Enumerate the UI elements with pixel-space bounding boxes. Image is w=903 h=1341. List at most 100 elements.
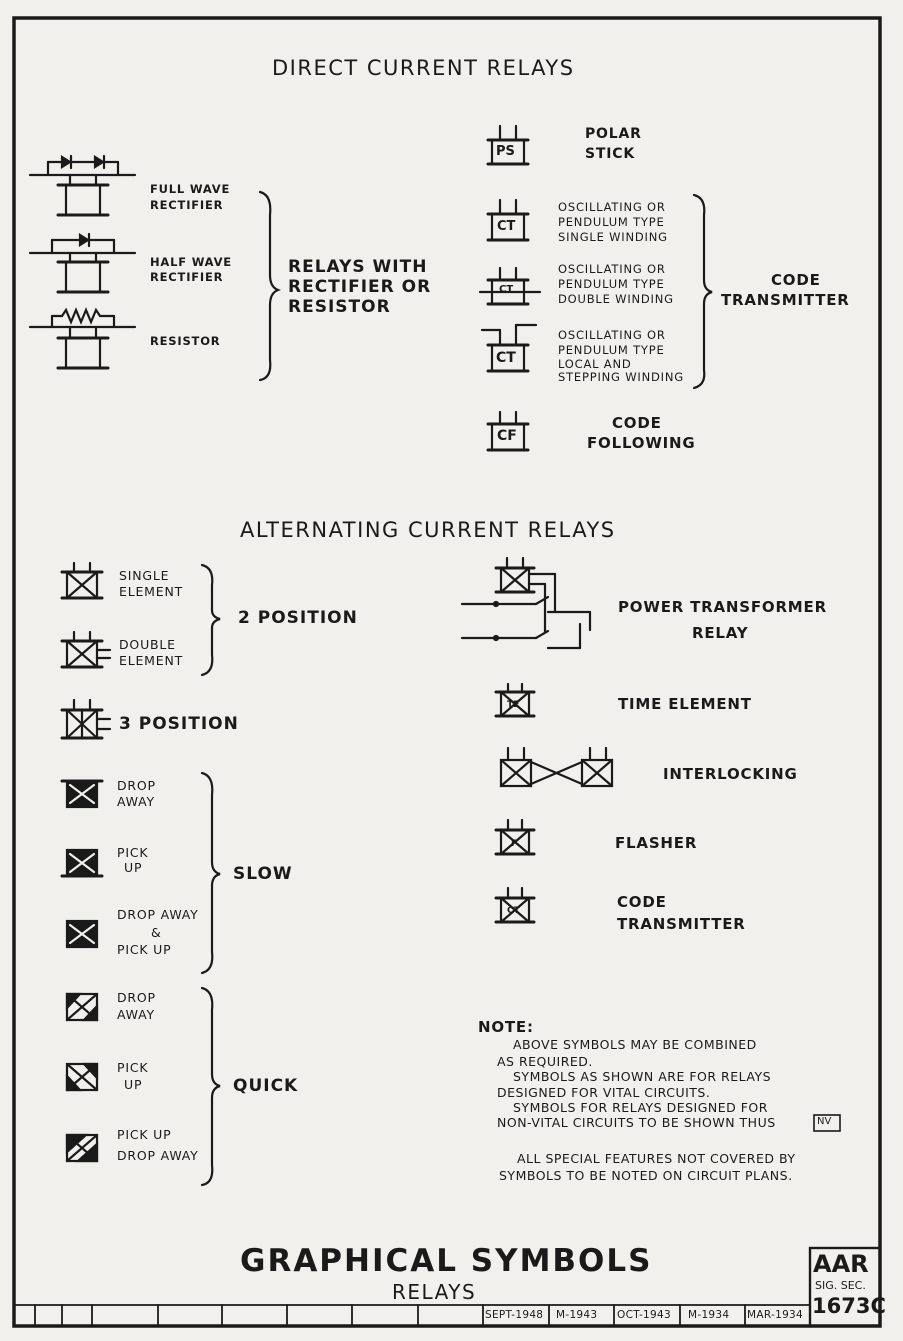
full-wave-label-1: FULL WAVE — [150, 182, 231, 196]
half-wave-label-1: HALF WAVE — [150, 255, 232, 269]
org-label: AAR — [813, 1250, 869, 1278]
two-position-label: 2 POSITION — [238, 608, 358, 628]
quick-pick-1: PICK — [117, 1060, 149, 1075]
rectifier-or-label: RECTIFIER OR — [288, 277, 432, 297]
osc2-line3: DOUBLE WINDING — [558, 292, 674, 306]
note-line-5: SYMBOLS FOR RELAYS DESIGNED FOR — [513, 1100, 768, 1115]
ac-title: ALTERNATING CURRENT RELAYS — [240, 518, 616, 542]
half-wave-label-2: RECTIFIER — [150, 270, 224, 284]
interlocking-label: INTERLOCKING — [663, 765, 798, 783]
quick-label: QUICK — [233, 1076, 299, 1096]
quick-drop-2: AWAY — [117, 1007, 155, 1022]
nv-box — [813, 1114, 841, 1132]
note-line-7: ALL SPECIAL FEATURES NOT COVERED BY — [517, 1151, 796, 1166]
quick-pick-drop-symbol — [65, 1133, 99, 1163]
cf-code: CF — [497, 428, 517, 444]
osc1-line3: SINGLE WINDING — [558, 230, 668, 244]
ct-code-1: CT — [497, 219, 516, 234]
te-code: TE — [507, 700, 520, 710]
full-wave-rectifier-symbol — [28, 154, 137, 217]
quick-both-1: PICK UP — [117, 1127, 172, 1142]
code-transmitter-label-2: TRANSMITTER — [721, 291, 850, 309]
ct-local-stepping-symbol — [480, 323, 538, 373]
power-relay-label: RELAY — [692, 624, 749, 642]
slow-pick-2: UP — [124, 860, 143, 875]
ct-double-winding-symbol — [478, 266, 542, 306]
polar-label: POLAR — [585, 126, 642, 142]
note-line-1: ABOVE SYMBOLS MAY BE COMBINED — [513, 1037, 757, 1052]
note-heading: NOTE: — [478, 1018, 534, 1036]
slow-drop-away-symbol — [60, 779, 104, 809]
quick-drop-1: DROP — [117, 990, 156, 1005]
ct-ac-code: CT — [507, 906, 520, 916]
osc3-line1: OSCILLATING OR — [558, 328, 666, 342]
three-position-label: 3 POSITION — [119, 714, 239, 734]
stick-label: STICK — [585, 146, 635, 162]
slow-drop-1: DROP — [117, 778, 156, 793]
single-label-2: ELEMENT — [119, 584, 184, 599]
slow-pick-1: PICK — [117, 845, 149, 860]
single-label-1: SINGLE — [119, 568, 170, 583]
ac-code-label: CODE — [617, 893, 667, 911]
time-element-label: TIME ELEMENT — [618, 695, 752, 713]
slow-brace — [200, 771, 221, 975]
code-following-symbol — [486, 410, 530, 452]
nv-label: NV — [817, 1116, 832, 1127]
sheet-title: GRAPHICAL SYMBOLS — [240, 1243, 653, 1279]
ps-code: PS — [496, 144, 515, 159]
ac-single-element-symbol — [60, 561, 104, 600]
interlocking-symbol — [499, 746, 614, 788]
note-line-4: DESIGNED FOR VITAL CIRCUITS. — [497, 1085, 711, 1100]
osc2-line1: OSCILLATING OR — [558, 262, 666, 276]
ac-code-transmitter-symbol — [494, 886, 536, 924]
double-label-2: ELEMENT — [119, 653, 184, 668]
quick-drop-away-symbol — [65, 992, 99, 1022]
revision-2: M-1943 — [556, 1309, 598, 1321]
full-wave-label-2: RECTIFIER — [150, 198, 224, 212]
note-line-6: NON-VITAL CIRCUITS TO BE SHOWN THUS — [497, 1115, 776, 1130]
two-position-brace — [200, 563, 221, 677]
ct-code-3: CT — [496, 350, 516, 366]
flasher-label: FLASHER — [615, 834, 698, 852]
half-wave-rectifier-symbol — [28, 232, 137, 294]
sheet-border — [12, 16, 882, 1328]
slow-both-2: & — [151, 925, 162, 940]
ac-double-element-symbol — [60, 630, 112, 669]
double-label-1: DOUBLE — [119, 637, 176, 652]
osc3-line3: LOCAL AND — [558, 357, 632, 371]
sheet-subtitle: RELAYS — [392, 1280, 477, 1304]
quick-brace — [200, 986, 221, 1187]
ac-three-position-symbol — [60, 698, 112, 740]
ac-transmitter-label: TRANSMITTER — [617, 915, 746, 933]
resistor-label: RESISTOR — [150, 334, 221, 348]
slow-both-1: DROP AWAY — [117, 907, 199, 922]
dc-rectifier-brace — [258, 190, 282, 382]
revision-3: OCT-1943 — [617, 1309, 671, 1321]
code-following-label-2: FOLLOWING — [587, 434, 696, 452]
resistor-relay-symbol — [28, 307, 137, 370]
relays-with-label: RELAYS WITH — [288, 257, 428, 277]
slow-label: SLOW — [233, 864, 293, 884]
code-transmitter-brace — [692, 193, 713, 390]
sig-sec-label: SIG. SEC. — [815, 1279, 866, 1292]
slow-pick-up-symbol — [60, 848, 104, 878]
slow-both-3: PICK UP — [117, 942, 172, 957]
quick-pick-2: UP — [124, 1077, 143, 1092]
resistor-group-label: RESISTOR — [288, 297, 391, 317]
osc1-line1: OSCILLATING OR — [558, 200, 666, 214]
flasher-symbol — [494, 818, 536, 856]
code-transmitter-label-1: CODE — [771, 271, 821, 289]
revision-4: M-1934 — [688, 1309, 730, 1321]
ct-code-2: CT — [499, 284, 514, 295]
revision-1: SEPT-1948 — [485, 1309, 544, 1321]
osc2-line2: PENDULUM TYPE — [558, 277, 665, 291]
note-line-3: SYMBOLS AS SHOWN ARE FOR RELAYS — [513, 1069, 772, 1084]
osc3-line4: STEPPING WINDING — [558, 370, 684, 384]
note-line-8: SYMBOLS TO BE NOTED ON CIRCUIT PLANS. — [499, 1168, 793, 1183]
f-code: F — [511, 839, 518, 849]
slow-drop-pick-symbol — [65, 919, 99, 949]
dc-title: DIRECT CURRENT RELAYS — [272, 56, 575, 80]
ct-single-winding-symbol — [486, 198, 530, 242]
title-block — [13, 1246, 882, 1328]
quick-both-2: DROP AWAY — [117, 1148, 199, 1163]
